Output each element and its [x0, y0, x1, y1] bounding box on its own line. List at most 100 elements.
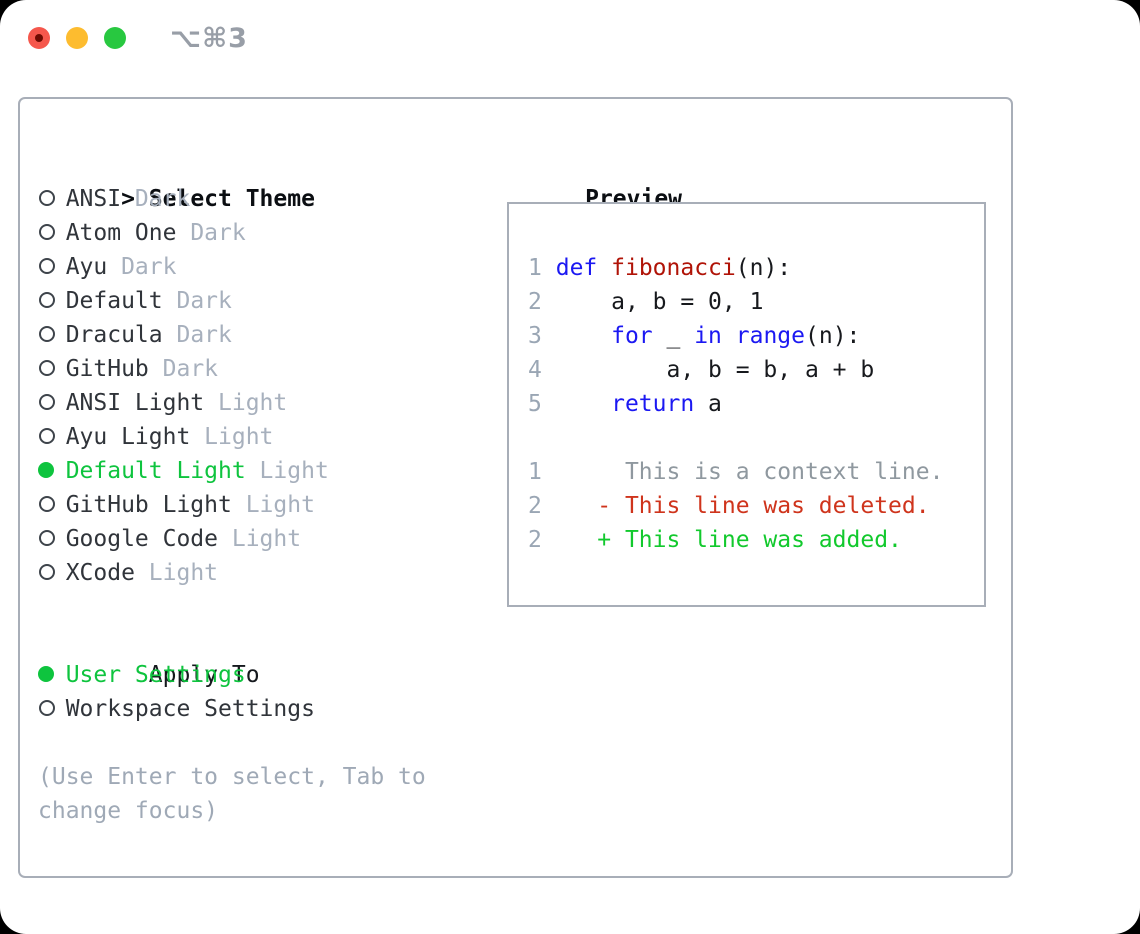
close-button[interactable] [28, 27, 50, 49]
code-segment-code: (n): [735, 255, 792, 281]
line-number: 3 [528, 323, 542, 349]
theme-item-ayu[interactable]: Ayu Dark [38, 250, 426, 284]
radio-selected-icon [38, 665, 54, 682]
apply-to-header-row: Apply To [38, 624, 426, 688]
code-segment-kw: in [694, 323, 722, 349]
help-hint: (Use Enter to select, Tab to change focu… [38, 760, 426, 828]
preview-code-line: 1 def fibonacci(n): [528, 251, 943, 285]
minimize-button[interactable] [66, 27, 88, 49]
preview-code-line: 2 a, b = 0, 1 [528, 285, 943, 319]
code-segment-code [722, 323, 736, 349]
preview-code-line: 3 for _ in range(n): [528, 319, 943, 353]
theme-name: ANSI Light [65, 390, 205, 416]
hint-line: (Use Enter to select, Tab to [38, 764, 426, 790]
preview-code-line: 1 This is a context line. [528, 455, 943, 489]
theme-variant: Dark [107, 254, 177, 280]
apply-option-user-settings[interactable]: User Settings [38, 658, 426, 692]
theme-item-atom-one[interactable]: Atom One Dark [38, 216, 426, 250]
spacer-row [38, 726, 426, 760]
preview-header-row: Preview [502, 148, 682, 212]
code-segment-func: fibonacci [611, 255, 736, 281]
line-number: 4 [528, 357, 542, 383]
line-number: 2 [528, 493, 542, 519]
select-theme-header-row: > Select Theme [38, 148, 426, 212]
preview-code-line: 5 return a [528, 387, 943, 421]
theme-item-default[interactable]: Default Dark [38, 284, 426, 318]
theme-name: GitHub Light [65, 492, 232, 518]
theme-name: ANSI [65, 186, 122, 212]
apply-option-label: User Settings [65, 662, 246, 688]
apply-option-workspace-settings[interactable]: Workspace Settings [38, 692, 426, 726]
theme-item-ansi-light[interactable]: ANSI Light Light [38, 386, 426, 420]
code-segment-add: + This line was added. [541, 527, 902, 553]
code-segment-code: a, b = b, a + b [541, 357, 875, 383]
unsaved-dot-icon [35, 34, 43, 42]
line-number: 2 [528, 527, 542, 553]
code-segment-code: _ [652, 323, 695, 349]
select-theme-title: Select Theme [148, 186, 315, 212]
cursor-marker: > [121, 186, 135, 212]
apply-option-label: Workspace Settings [65, 696, 315, 722]
radio-selected-icon [38, 461, 54, 478]
code-segment-del: - This line was deleted. [541, 493, 930, 519]
radio-icon [39, 359, 55, 376]
radio-icon [39, 427, 55, 444]
theme-variant: Light [231, 492, 315, 518]
radio-icon [39, 529, 55, 546]
preview-column: Preview [502, 148, 682, 212]
radio-icon [39, 495, 55, 512]
theme-variant: Light [134, 560, 219, 586]
theme-name: Default [65, 288, 163, 314]
zoom-button[interactable] [104, 27, 126, 49]
line-number: 1 [528, 255, 542, 281]
theme-item-xcode[interactable]: XCode Light [38, 556, 426, 590]
radio-icon [39, 257, 55, 274]
radio-icon [39, 699, 55, 716]
theme-name: GitHub [65, 356, 149, 382]
theme-name: XCode [65, 560, 135, 586]
radio-icon [39, 189, 55, 206]
code-segment-code [542, 323, 611, 349]
theme-item-google-code[interactable]: Google Code Light [38, 522, 426, 556]
theme-item-ayu-light[interactable]: Ayu Light Light [38, 420, 426, 454]
theme-variant: Dark [148, 356, 219, 382]
line-number: 5 [528, 391, 542, 417]
code-segment-code: a [694, 391, 722, 417]
theme-variant: Light [204, 390, 288, 416]
theme-item-github-light[interactable]: GitHub Light Light [38, 488, 426, 522]
radio-icon [39, 563, 55, 580]
line-number: 1 [528, 459, 542, 485]
code-segment-kw: return [611, 391, 695, 417]
preview-code-line [528, 421, 943, 455]
hint-line: change focus) [38, 798, 219, 824]
preview-code-line: 4 a, b = b, a + b [528, 353, 943, 387]
code-segment-kw: def [555, 255, 598, 281]
code-segment-code [597, 255, 611, 281]
theme-name: Default Light [65, 458, 246, 484]
code-segment-code: (n): [805, 323, 861, 349]
spacer-row [38, 590, 426, 624]
theme-item-dracula[interactable]: Dracula Dark [38, 318, 426, 352]
theme-name: Ayu Light [65, 424, 191, 450]
theme-item-default-light[interactable]: Default Light Light [38, 454, 426, 488]
line-number: 2 [528, 289, 542, 315]
theme-name: Dracula [65, 322, 163, 348]
theme-variant: Dark [162, 288, 232, 314]
code-segment-code [542, 255, 556, 281]
theme-variant: Light [218, 526, 302, 552]
theme-name: Google Code [65, 526, 219, 552]
code-segment-ctx: This is a context line. [541, 459, 944, 485]
theme-variant: Dark [176, 220, 246, 246]
code-segment-code: a, b = 0, 1 [541, 289, 764, 315]
code-segment-kw: range [735, 323, 806, 349]
radio-icon [39, 393, 55, 410]
window-title-shortcut: ⌥⌘3 [170, 23, 248, 54]
theme-item-ansi[interactable]: ANSI Dark [38, 182, 426, 216]
theme-item-github[interactable]: GitHub Dark [38, 352, 426, 386]
